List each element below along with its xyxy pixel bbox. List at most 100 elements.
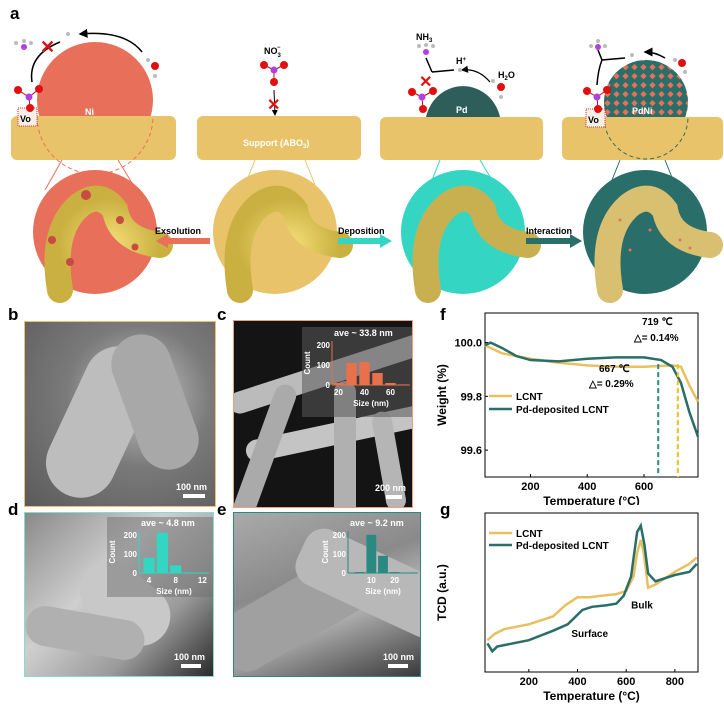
hist-y-label: Count [303,351,312,374]
deposition-arrow: Deposition [338,226,392,248]
blocked-cross-icon: ✕ [419,74,432,91]
scale-bar-label: 100 nm [382,652,414,662]
y-tick-label: 99.8 [461,391,482,403]
scale-bar [386,495,402,499]
pdni-particle-scheme: PdNi Vo [562,39,723,160]
x-axis-label: Temperature (°C) [543,689,640,703]
scale-bar [388,664,408,668]
hist-y-tick: 100 [124,550,138,559]
nh3-label: NH3 [416,32,433,44]
peak-annotation: Surface [571,629,608,640]
y-axis-label: Weight (%) [435,364,449,426]
annotation-delta: △= 0.14% [633,333,679,344]
support-label: Support (ABO3) [243,138,309,150]
pdni-label: PdNi [632,106,653,116]
x-tick-label: 400 [568,676,586,688]
hist-y-tick: 100 [317,361,331,370]
hist-y-tick: 200 [333,531,347,540]
hist-bar [398,384,409,385]
hist-average-label: ave ~ 33.8 nm [334,328,393,338]
hist-average-label: ave ~ 4.8 nm [141,518,195,528]
panel-label-f: f [440,305,446,324]
hist-x-tick: 8 [173,576,178,585]
series-line-lcnt [486,539,698,642]
sem-image-b: 100 nm [24,321,216,507]
pd-particle-scheme: Pd NH3 H+ H2O ✕ [380,32,543,160]
plot-frame [484,312,699,478]
annotation-temp: 719 ℃ [642,317,673,328]
hist-x-tick: 20 [334,388,343,397]
hist-y-tick: 0 [342,569,347,578]
x-tick-label: 200 [520,676,538,688]
hist-y-tick: 200 [124,531,138,540]
hist-bar [346,363,357,385]
blocked-cross-icon: ✕ [40,37,55,57]
scale-bar [183,494,205,498]
panel-label-b: b [8,305,19,324]
x-tick-label: 800 [666,676,684,688]
interaction-arrow: Interaction [526,226,582,248]
h2o-label: H2O [498,70,515,82]
hist-x-tick: 4 [147,576,152,585]
bottom-rods [33,170,723,303]
hist-x-label: Size (nm) [365,587,401,596]
scale-bar [181,664,201,668]
hist-bar [333,383,344,385]
svg-text:Exsolution: Exsolution [155,226,201,236]
nitrate-molecule [14,85,43,112]
vo-label-pdni: Vo [588,115,599,125]
scale-bar-label: 100 nm [175,482,207,492]
panel-label-g: g [440,500,451,519]
x-tick-label: 200 [521,481,539,493]
hist-bar [366,534,377,573]
ni-particle-scheme: Ni Vo ✕ [11,28,176,175]
y-tick-label: 99.6 [461,445,482,457]
zoom-connectors [44,159,676,191]
support-scheme: Support (ABO3) NO3− ✕ [197,45,361,160]
nitrate-label: NO3− [264,45,282,59]
hist-bar [385,383,396,385]
scale-bar-label: 200 nm [374,483,406,493]
series-line-pd-lcnt [486,522,698,654]
legend-label: Pd-deposited LCNT [516,405,609,416]
legend-label: LCNT [516,392,543,403]
hist-x-label: Size (nm) [156,587,192,596]
hist-x-tick: 20 [390,576,399,585]
blocked-cross-icon: ✕ [267,97,280,114]
panel-label-c: c [217,305,227,324]
y-tick-label: 100.0 [454,338,482,350]
scale-bar-label: 100 nm [173,652,205,662]
panel-label-d: d [8,500,19,519]
hist-bar [359,362,370,385]
hist-y-tick: 0 [133,569,138,578]
pd-label: Pd [456,105,468,115]
hist-bar [378,555,388,573]
peak-annotation: Bulk [631,600,653,611]
hist-x-tick: 40 [360,388,369,397]
svg-text:Deposition: Deposition [338,226,385,236]
hist-bar [156,532,168,573]
legend-label: LCNT [516,529,543,540]
hist-bar [372,373,383,385]
hist-bar [170,565,182,573]
hist-average-label: ave ~ 9.2 nm [350,518,404,528]
hist-x-tick: 60 [386,388,395,397]
annotation-delta: △= 0.29% [588,379,634,390]
hist-x-tick: 10 [367,576,376,585]
hist-x-label: Size (nm) [353,399,389,408]
hist-y-tick: 100 [333,550,347,559]
x-tick-label: 400 [578,481,596,493]
hist-y-tick: 0 [326,381,331,390]
hist-bar [354,572,365,573]
hplus-label: H+ [456,56,467,66]
x-axis-label: Temperature (°C) [543,494,640,505]
vo-label: Vo [20,114,31,124]
y-axis-label: TCD (a.u.) [435,564,449,621]
